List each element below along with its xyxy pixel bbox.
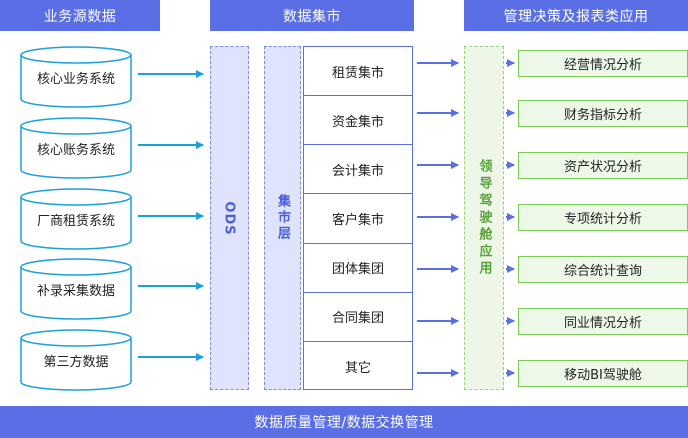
cockpit-layer: 领导驾驶舱应用 (464, 46, 504, 390)
mart-item: 租赁集市 (304, 47, 412, 97)
output-special-statistics: 专项统计分析 (518, 204, 688, 231)
database-icon (20, 329, 132, 391)
output-mobile-bi-cockpit: 移动BI驾驶舱 (518, 360, 688, 387)
output-business-analysis: 经营情况分析 (518, 50, 688, 77)
source-cylinder-third-party: 第三方数据 (20, 329, 132, 391)
mart-item: 客户集市 (304, 194, 412, 244)
source-label: 补录采集数据 (36, 284, 115, 299)
header-business-sources: 业务源数据 (0, 0, 160, 31)
source-cylinder-core-accounting: 核心账务系统 (20, 117, 132, 179)
source-cylinder-supplementary: 补录采集数据 (20, 258, 132, 320)
footer-quality-exchange: 数据质量管理/数据交换管理 (0, 406, 688, 438)
source-label: 厂商租赁系统 (36, 214, 115, 229)
mart-item: 资金集市 (304, 96, 412, 146)
ods-label: ODS (222, 200, 237, 236)
source-cylinder-core-business: 核心业务系统 (20, 46, 132, 108)
source-label: 第三方数据 (43, 355, 109, 370)
database-icon (20, 46, 132, 108)
mart-layer-label: 集市层 (275, 194, 290, 242)
mart-item: 会计集市 (304, 145, 412, 195)
header-decision-apps: 管理决策及报表类应用 (464, 0, 688, 31)
source-label: 核心业务系统 (36, 72, 115, 87)
ods-layer: ODS (210, 46, 249, 390)
mart-item: 合同集团 (304, 293, 412, 342)
mart-list: 租赁集市 资金集市 会计集市 客户集市 团体集团 合同集团 其它 (303, 46, 413, 390)
output-financial-indicators: 财务指标分析 (518, 100, 688, 127)
mart-item: 其它 (344, 360, 371, 376)
database-icon (20, 258, 132, 320)
database-icon (20, 117, 132, 179)
header-data-mart: 数据集市 (210, 0, 414, 31)
mart-item: 团体集团 (304, 244, 412, 293)
mart-layer: 集市层 (264, 46, 301, 390)
output-industry-analysis: 同业情况分析 (518, 308, 688, 335)
output-asset-status: 资产状况分析 (518, 152, 688, 179)
output-comprehensive-query: 综合统计查询 (518, 256, 688, 283)
source-cylinder-vendor-leasing: 厂商租赁系统 (20, 188, 132, 250)
cockpit-label: 领导驾驶舱应用 (476, 158, 492, 278)
source-label: 核心账务系统 (36, 143, 115, 158)
database-icon (20, 188, 132, 250)
